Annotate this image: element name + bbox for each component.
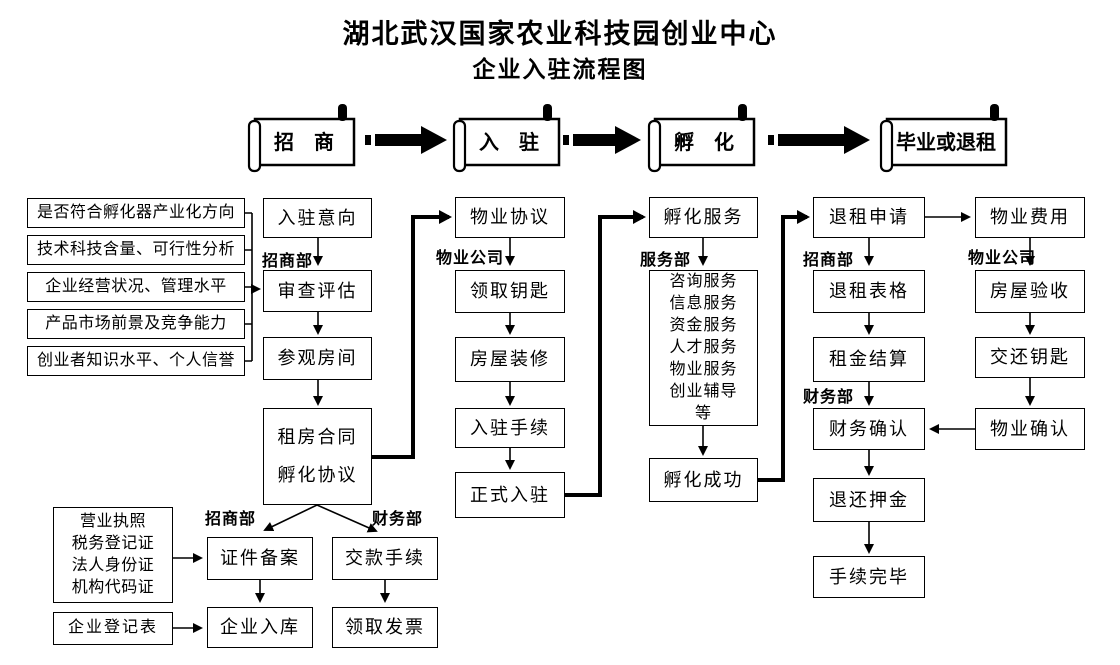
box-finance-confirm: 财务确认 — [813, 408, 925, 450]
box-criteria-direction: 是否符合孵化器产业化方向 — [27, 198, 245, 228]
stage-arrow-icon — [365, 123, 447, 157]
box-enterprise-registration-form: 企业登记表 — [53, 612, 173, 645]
box-lease-termination-apply: 退租申请 — [813, 197, 925, 238]
service-item: 资金服务 — [669, 317, 738, 334]
box-criteria-tech: 技术科技含量、可行性分析 — [27, 235, 245, 265]
box-property-confirm: 物业确认 — [975, 408, 1085, 450]
doc-item: 法人身份证 — [71, 557, 155, 574]
box-get-keys: 领取钥匙 — [455, 270, 565, 313]
box-contract-agreement: 租房合同 孵化协议 — [263, 408, 372, 505]
contract-line1: 租房合同 — [277, 426, 358, 447]
box-license-documents: 营业执照 税务登记证 法人身份证 机构代码证 — [53, 507, 173, 603]
box-criteria-market: 产品市场前景及竞争能力 — [27, 309, 245, 339]
box-renovation: 房屋装修 — [455, 337, 565, 382]
doc-item: 机构代码证 — [71, 579, 155, 596]
dept-label-wuyegongsi: 物业公司 — [436, 250, 505, 267]
box-incubation-success: 孵化成功 — [649, 458, 758, 502]
dept-label-zhaoshangbu-2: 招商部 — [803, 252, 855, 269]
doc-item: 营业执照 — [79, 513, 146, 530]
dept-label-caiwubu: 财务部 — [803, 389, 855, 406]
box-rent-settlement: 租金结算 — [813, 337, 925, 382]
box-entry-intent: 入驻意向 — [263, 198, 372, 238]
scroll-shape-icon: 孵 化 — [647, 104, 756, 173]
stage-banner-fuhua: 孵 化 — [646, 103, 758, 173]
contract-line2: 孵化协议 — [277, 465, 358, 486]
scroll-shape-icon: 招 商 — [247, 104, 356, 173]
service-item: 物业服务 — [669, 361, 738, 378]
service-item: 等 — [694, 405, 712, 422]
box-criteria-reputation: 创业者知识水平、个人信誉 — [27, 346, 245, 376]
dept-label-zhaoshangbu-3: 招商部 — [205, 511, 257, 528]
box-house-inspection: 房屋验收 — [975, 270, 1085, 313]
svg-text:孵 化: 孵 化 — [674, 130, 734, 154]
box-visit-room: 参观房间 — [263, 337, 372, 380]
dept-label-wuyegongsi-2: 物业公司 — [968, 250, 1037, 267]
stage-banner-biye: 毕业或退租 — [878, 103, 1010, 173]
box-deposit-refund: 退还押金 — [813, 478, 925, 522]
service-item: 创业辅导 — [669, 383, 738, 400]
box-criteria-management: 企业经营状况、管理水平 — [27, 272, 245, 302]
box-get-invoice: 领取发票 — [332, 607, 438, 648]
svg-text:毕业或退租: 毕业或退租 — [896, 130, 996, 154]
doc-item: 税务登记证 — [71, 535, 155, 552]
box-return-keys: 交还钥匙 — [975, 337, 1085, 378]
page-title-line2: 企业入驻流程图 — [472, 57, 648, 82]
stage-arrow-icon — [768, 123, 870, 157]
box-incubation-service: 孵化服务 — [649, 197, 758, 238]
svg-text:入 驻: 入 驻 — [479, 130, 539, 154]
scroll-shape-icon: 入 驻 — [452, 104, 561, 173]
stage-banner-zhaoshang: 招 商 — [246, 103, 358, 173]
dept-label-caiwubu-2: 财务部 — [372, 511, 424, 528]
box-certificate-filing: 证件备案 — [207, 537, 313, 580]
box-movein-procedure: 入驻手续 — [455, 408, 565, 448]
box-payment-procedure: 交款手续 — [332, 537, 438, 580]
box-review-assess: 审查评估 — [263, 270, 372, 312]
dept-label-zhaoshangbu: 招商部 — [262, 253, 314, 270]
service-item: 咨询服务 — [669, 273, 738, 290]
page-title-line1: 湖北武汉国家农业科技园创业中心 — [342, 19, 778, 49]
service-item: 信息服务 — [669, 295, 738, 312]
stage-banner-ruzhu: 入 驻 — [451, 103, 563, 173]
box-service-list: 咨询服务 信息服务 资金服务 人才服务 物业服务 创业辅导 等 — [649, 270, 758, 426]
box-official-movein: 正式入驻 — [455, 472, 565, 518]
box-enterprise-database: 企业入库 — [207, 607, 313, 648]
box-property-agreement: 物业协议 — [455, 197, 565, 238]
stage-arrow-icon — [563, 123, 641, 157]
service-item: 人才服务 — [669, 339, 738, 356]
svg-text:招 商: 招 商 — [274, 130, 334, 154]
dept-label-fuwubu: 服务部 — [640, 252, 692, 269]
scroll-shape-icon: 毕业或退租 — [879, 104, 1008, 173]
box-termination-form: 退租表格 — [813, 270, 925, 313]
box-procedure-complete: 手续完毕 — [813, 556, 925, 598]
box-property-fee: 物业费用 — [975, 197, 1085, 238]
